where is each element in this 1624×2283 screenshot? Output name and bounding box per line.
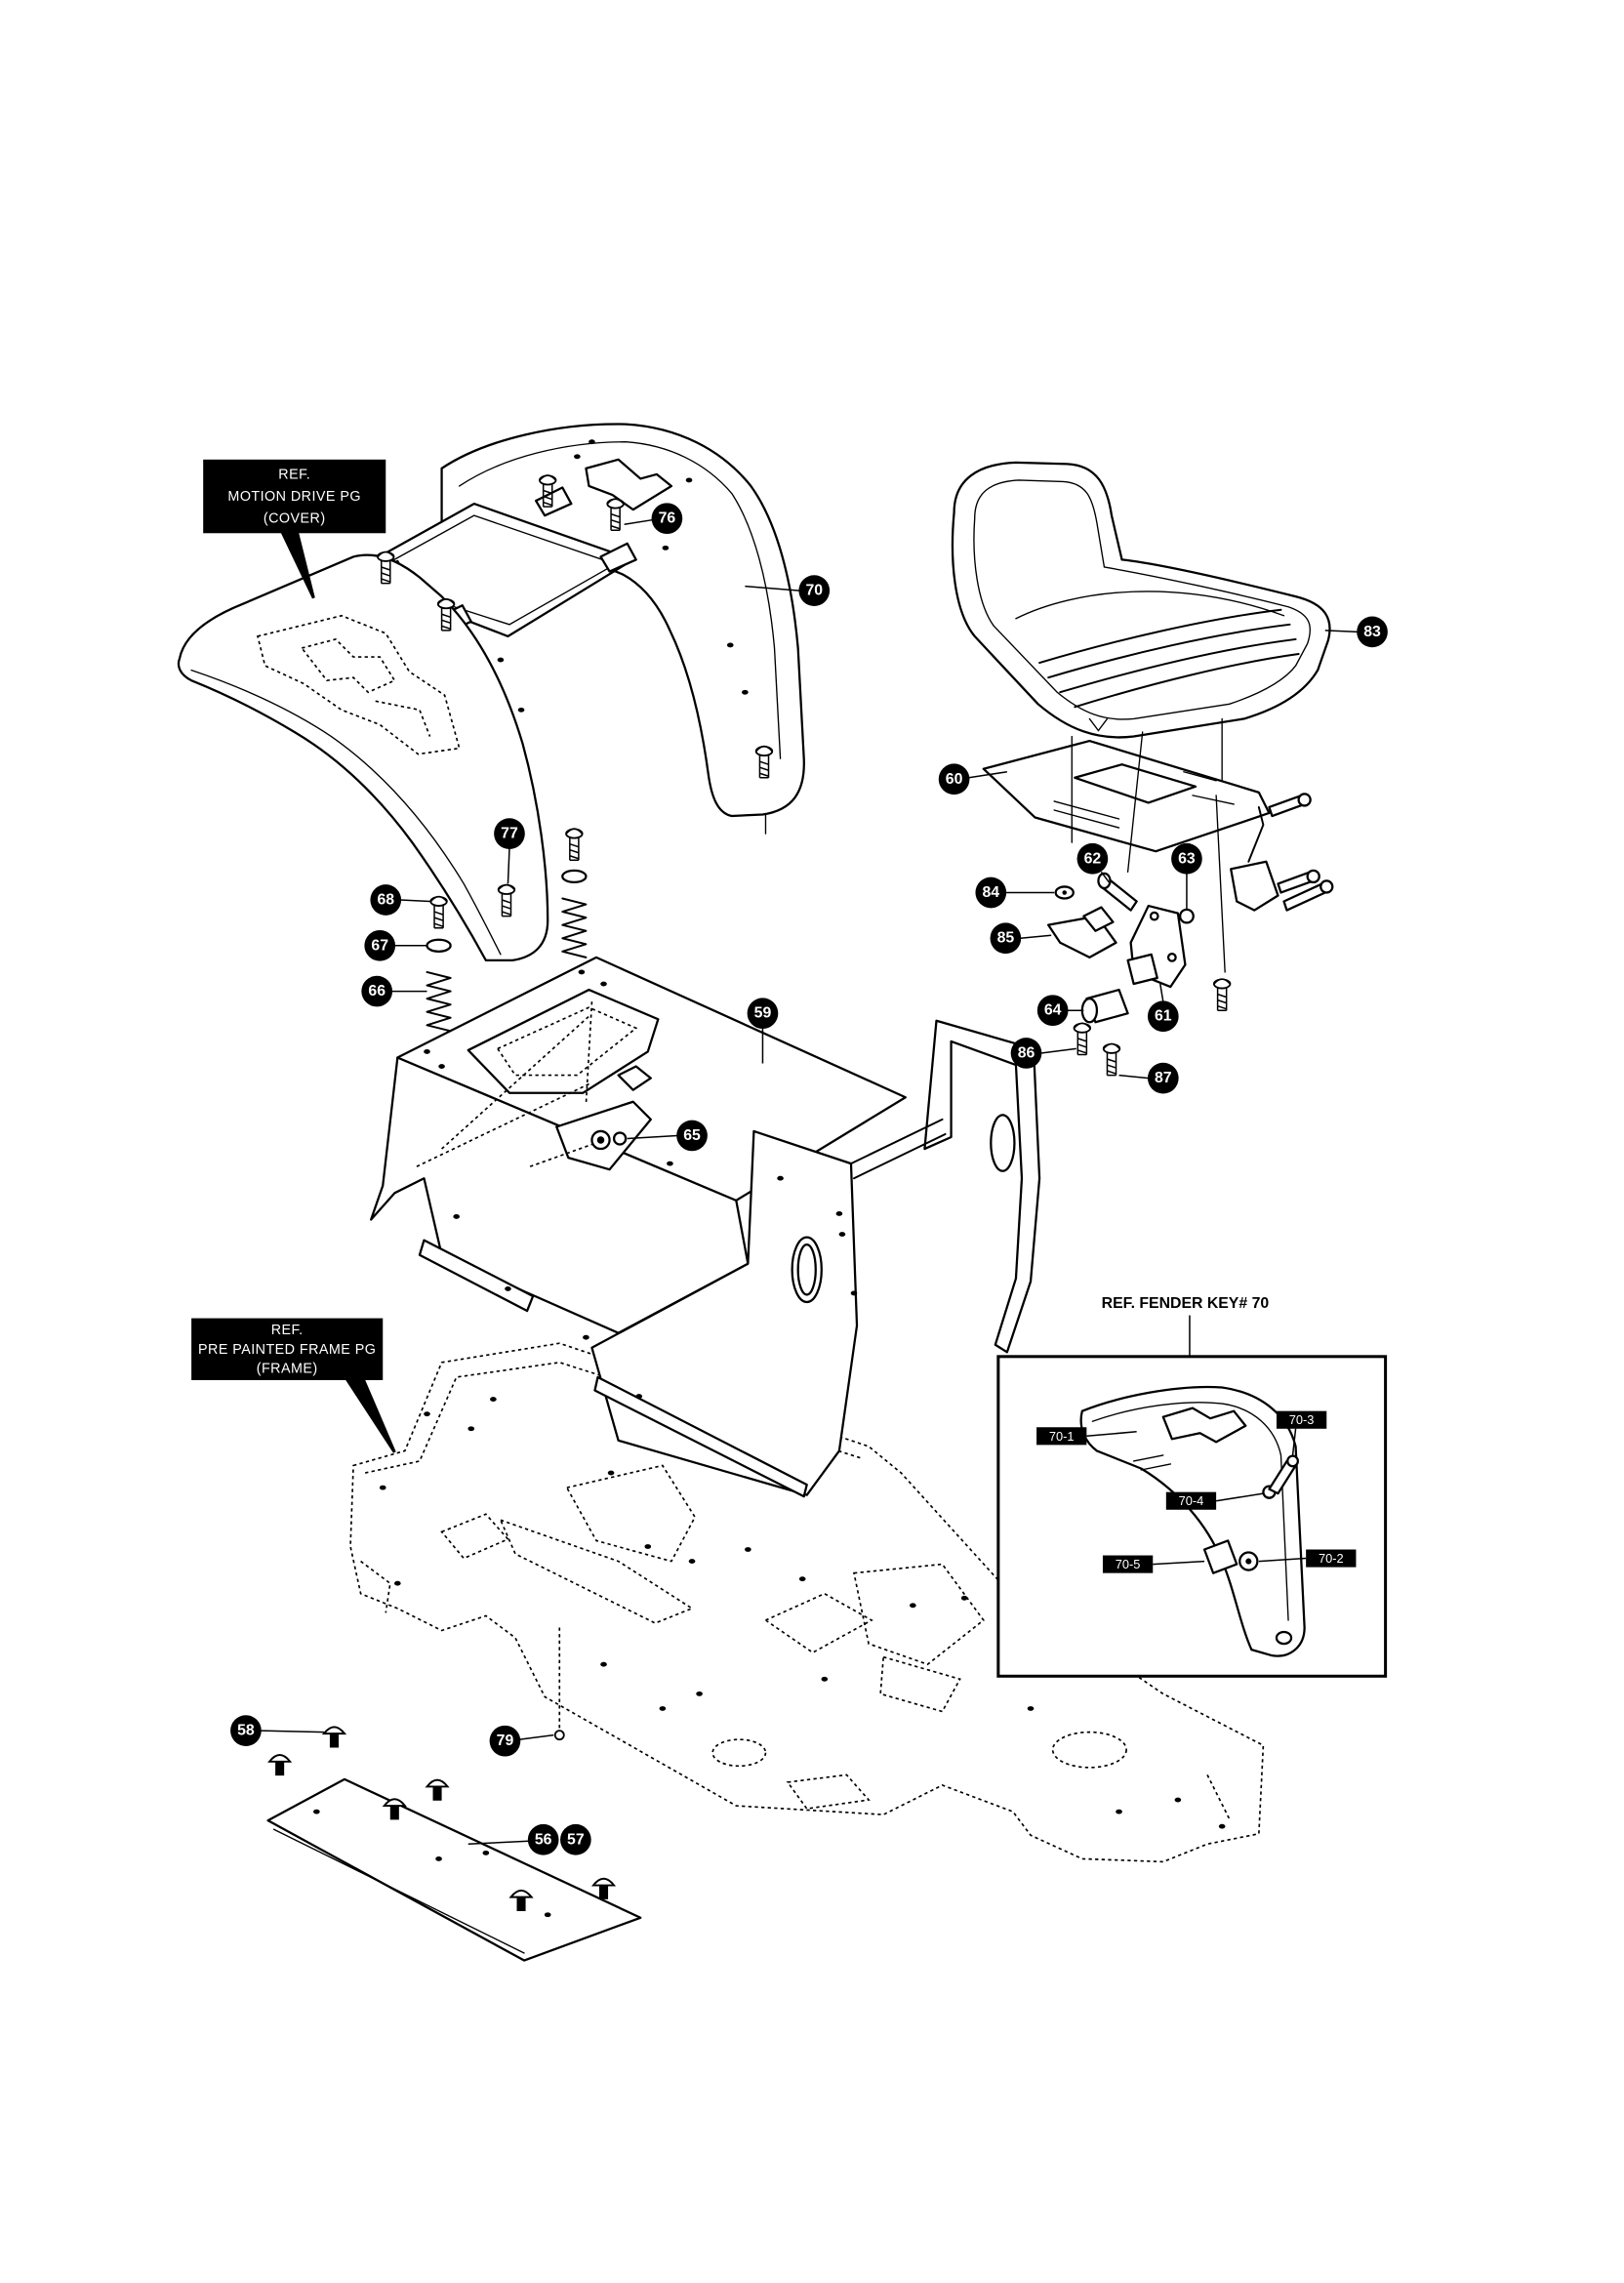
callout-79: 79 bbox=[489, 1725, 565, 1757]
bottom-plate bbox=[266, 1777, 642, 1962]
inset-tag-70-2: 70-2 bbox=[1258, 1549, 1357, 1568]
ref-cover-line1: REF. bbox=[278, 467, 310, 482]
seat-adjust-hardware bbox=[1047, 793, 1334, 1077]
spring-right bbox=[561, 828, 588, 958]
callout-85: 85 bbox=[990, 922, 1052, 955]
callout-64: 64 bbox=[1036, 995, 1084, 1027]
callout-58-label: 58 bbox=[237, 1723, 255, 1739]
callouts: 76 70 83 60 62 63 84 bbox=[230, 503, 1388, 1855]
callout-68: 68 bbox=[370, 884, 430, 916]
callout-60-label: 60 bbox=[946, 771, 963, 788]
ref-frame-line3: (FRAME) bbox=[257, 1361, 318, 1376]
callout-61: 61 bbox=[1147, 983, 1179, 1033]
ref-motion-drive-note: REF. MOTION DRIVE PG (COVER) bbox=[203, 459, 386, 599]
callout-58: 58 bbox=[230, 1715, 324, 1746]
callout-68-label: 68 bbox=[377, 892, 394, 909]
callout-56-label: 56 bbox=[535, 1831, 552, 1848]
tag-70-5-label: 70-5 bbox=[1116, 1557, 1141, 1571]
callout-86-label: 86 bbox=[1018, 1044, 1035, 1061]
callout-87: 87 bbox=[1118, 1062, 1179, 1094]
callout-67-label: 67 bbox=[371, 937, 388, 954]
spring-left bbox=[426, 895, 452, 1033]
callout-83: 83 bbox=[1324, 616, 1388, 648]
seat-frame-bracket bbox=[370, 956, 1041, 1498]
callout-63: 63 bbox=[1171, 842, 1202, 910]
tag-70-3-label: 70-3 bbox=[1289, 1412, 1315, 1427]
callout-59-label: 59 bbox=[754, 1005, 772, 1022]
ref-cover-line3: (COVER) bbox=[264, 511, 326, 527]
inset-title: REF. FENDER KEY# 70 bbox=[1102, 1295, 1270, 1312]
callout-86: 86 bbox=[1010, 1038, 1076, 1069]
callout-77: 77 bbox=[494, 818, 525, 884]
tag-70-4-label: 70-4 bbox=[1179, 1493, 1204, 1508]
ref-frame-line1: REF. bbox=[271, 1323, 304, 1338]
callout-56: 56 bbox=[467, 1823, 559, 1855]
callout-70-label: 70 bbox=[805, 583, 823, 599]
callout-76-label: 76 bbox=[659, 510, 676, 527]
inset-tag-70-5: 70-5 bbox=[1102, 1555, 1205, 1573]
callout-57: 57 bbox=[560, 1823, 591, 1855]
callout-77-label: 77 bbox=[501, 826, 518, 842]
callout-67: 67 bbox=[364, 929, 427, 961]
ref-frame-note: REF. PRE PAINTED FRAME PG (FRAME) bbox=[191, 1318, 396, 1453]
inset-fender-drawing bbox=[1079, 1385, 1306, 1657]
fender-assembly bbox=[177, 423, 805, 962]
bolt-nut-65 bbox=[529, 1129, 628, 1167]
callout-83-label: 83 bbox=[1363, 624, 1381, 640]
callout-59: 59 bbox=[747, 998, 779, 1064]
ref-cover-line2: MOTION DRIVE PG bbox=[227, 489, 361, 505]
callout-85-label: 85 bbox=[997, 930, 1015, 947]
fender-key-inset: REF. FENDER KEY# 70 70-1 70-3 bbox=[996, 1295, 1388, 1678]
callout-87-label: 87 bbox=[1155, 1070, 1172, 1086]
callout-57-label: 57 bbox=[567, 1831, 585, 1848]
callout-84-label: 84 bbox=[982, 884, 999, 901]
callout-66-label: 66 bbox=[368, 983, 386, 999]
inset-tag-70-3: 70-3 bbox=[1276, 1410, 1327, 1456]
callout-61-label: 61 bbox=[1155, 1008, 1172, 1025]
tag-70-1-label: 70-1 bbox=[1049, 1429, 1075, 1444]
inset-tag-70-1: 70-1 bbox=[1036, 1427, 1137, 1446]
ref-frame-line2: PRE PAINTED FRAME PG bbox=[198, 1342, 376, 1358]
seat-pan-plate bbox=[982, 739, 1279, 912]
callout-62-label: 62 bbox=[1084, 850, 1102, 867]
callout-70: 70 bbox=[745, 575, 831, 606]
callout-84: 84 bbox=[975, 877, 1055, 909]
callout-65: 65 bbox=[627, 1120, 708, 1152]
inset-tag-70-4: 70-4 bbox=[1165, 1491, 1264, 1510]
callout-66: 66 bbox=[361, 975, 427, 1007]
callout-64-label: 64 bbox=[1044, 1002, 1062, 1019]
callout-79-label: 79 bbox=[497, 1733, 514, 1749]
callout-60: 60 bbox=[938, 763, 1008, 795]
callout-62: 62 bbox=[1076, 842, 1112, 884]
tag-70-2-label: 70-2 bbox=[1319, 1551, 1344, 1566]
callout-63-label: 63 bbox=[1178, 850, 1196, 867]
seat bbox=[951, 461, 1331, 973]
callout-65-label: 65 bbox=[683, 1127, 701, 1144]
callout-76: 76 bbox=[624, 503, 683, 535]
